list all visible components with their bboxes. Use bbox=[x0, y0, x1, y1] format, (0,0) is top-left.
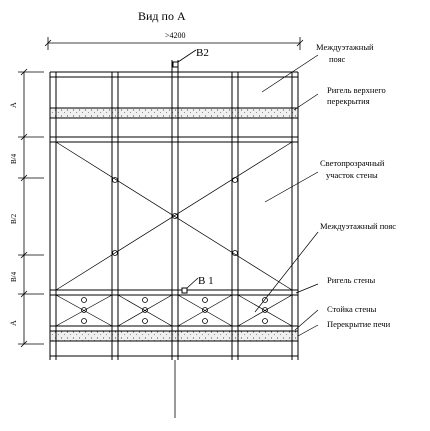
callout-svet-1: Светопрозрачный bbox=[320, 158, 385, 168]
callout-rigel-top-2: перекрытия bbox=[327, 96, 370, 106]
frame-rails bbox=[50, 71, 298, 357]
view-title: Вид по А bbox=[138, 9, 186, 23]
lower-slab bbox=[49, 330, 299, 342]
marker-b1-box bbox=[181, 287, 188, 294]
marker-b2-box bbox=[172, 61, 179, 68]
marker-b1-leader bbox=[186, 277, 199, 289]
left-label-a-bottom: A bbox=[9, 320, 18, 326]
top-dimension bbox=[44, 37, 304, 50]
left-dimension-chain bbox=[18, 68, 44, 348]
marker-b2-label: B2 bbox=[196, 47, 209, 59]
left-label-a-top: A bbox=[9, 102, 18, 108]
callout-mezhetazh-top-1: Междуэтажный bbox=[316, 42, 374, 52]
marker-b2-leader bbox=[177, 49, 197, 63]
left-label-b4-bottom: B/4 bbox=[10, 271, 18, 282]
main-bracing bbox=[55, 141, 293, 291]
joint-marks bbox=[81, 177, 268, 324]
callout-rigel-top-1: Ригель верхнего bbox=[327, 85, 386, 95]
callout-rigel-wall: Ригель стены bbox=[327, 275, 375, 285]
top-dimension-label: >4200 bbox=[165, 31, 186, 40]
callout-mezhetazh-top-2: пояс bbox=[329, 54, 346, 64]
left-label-b2: B/2 bbox=[10, 213, 18, 224]
upper-slab bbox=[49, 107, 299, 119]
frame-columns bbox=[49, 60, 299, 360]
marker-b1-label: B 1 bbox=[198, 275, 214, 287]
left-label-b4-top: B/4 bbox=[10, 153, 18, 164]
callout-svet-2: участок стены bbox=[326, 170, 378, 180]
lower-bracing bbox=[55, 294, 293, 327]
callout-perekrytie: Перекрытие печи bbox=[327, 319, 391, 329]
callout-leaders bbox=[254, 54, 319, 337]
callout-mezhetazh-mid: Междуэтажный пояс bbox=[320, 221, 396, 231]
callout-stoika: Стойка стены bbox=[327, 304, 377, 314]
